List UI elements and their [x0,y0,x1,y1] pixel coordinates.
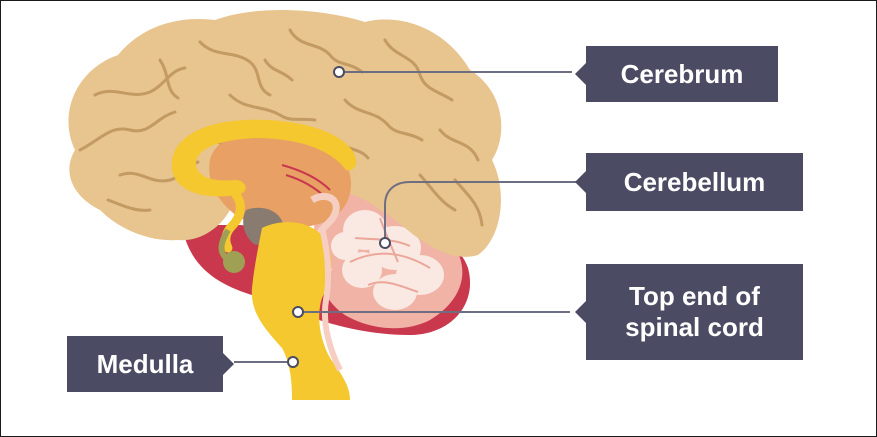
label-cerebellum-text: Cerebellum [624,167,766,198]
label-cerebrum: Cerebrum [586,46,778,102]
spinal-cord-marker [293,307,303,317]
label-cerebellum: Cerebellum [586,153,803,211]
label-cerebrum-text: Cerebrum [621,59,744,90]
label-spinal-cord: Top end of spinal cord [586,264,803,360]
cerebellum-marker [380,238,390,248]
label-medulla-text: Medulla [97,349,194,380]
medulla-marker [288,357,298,367]
label-spinal-cord-text: Top end of spinal cord [625,281,764,343]
cerebrum-marker [334,67,344,77]
label-medulla: Medulla [67,336,223,392]
